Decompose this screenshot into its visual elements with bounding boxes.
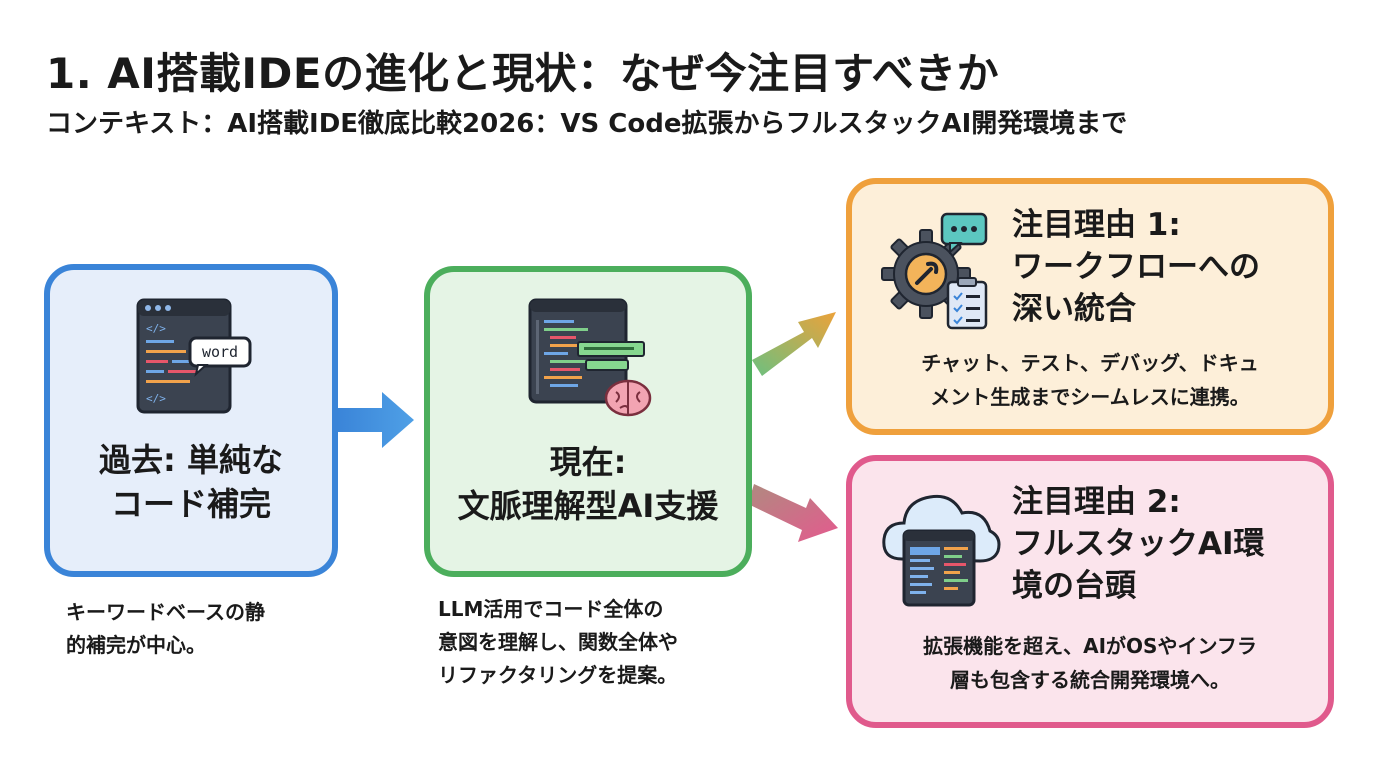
code-editor-icon: </> </> word <box>136 298 252 414</box>
card-reason-2-description: 拡張機能を超え、AIがOSやインフラ 層も包含する統合開発環境へ。 <box>923 634 1257 692</box>
card-reason-1: 注目理由 1: ワークフローへの 深い統合 チャット、テスト、デバッグ、ドキュ … <box>846 178 1334 435</box>
past-description: キーワードベースの静 的補完が中心。 <box>66 600 265 657</box>
card-present-title: 現在: 文脈理解型AI支援 <box>457 443 719 525</box>
svg-text:</>: </> <box>146 392 166 405</box>
page-subtitle: コンテキスト：AI搭載IDE徹底比較2026：VS Code拡張からフルスタック… <box>46 109 1128 139</box>
card-reason-1-title: 注目理由 1: ワークフローへの 深い統合 <box>1012 207 1260 327</box>
cloud-editor-icon <box>882 494 1001 607</box>
card-reason-2-title: 注目理由 2: フルスタックAI環 境の台頭 <box>1012 484 1265 604</box>
card-reason-1-description: チャット、テスト、デバッグ、ドキュ メント生成までシームレスに連携。 <box>921 351 1259 409</box>
arrow-past-to-present-icon <box>336 392 414 448</box>
arrow-present-to-reason1-icon <box>752 312 836 376</box>
code-editor-brain-icon <box>528 298 652 417</box>
arrow-present-to-reason2-icon <box>748 484 838 542</box>
card-past-title: 過去: 単純な コード補完 <box>99 441 283 523</box>
gear-chat-checklist-icon <box>881 212 988 330</box>
card-present: 現在: 文脈理解型AI支援 <box>424 266 752 577</box>
card-past: </> </> word 過去: 単純な コード補完 <box>44 264 338 577</box>
present-description: LLM活用でコード全体の 意図を理解し、関数全体や リファクタリングを提案。 <box>438 597 678 687</box>
svg-text:word: word <box>202 343 238 361</box>
page-title: 1. AI搭載IDEの進化と現状：なぜ今注目すべきか <box>46 49 1000 98</box>
card-reason-2: 注目理由 2: フルスタックAI環 境の台頭 拡張機能を超え、AIがOSやインフ… <box>846 455 1334 728</box>
svg-text:</>: </> <box>146 322 166 335</box>
